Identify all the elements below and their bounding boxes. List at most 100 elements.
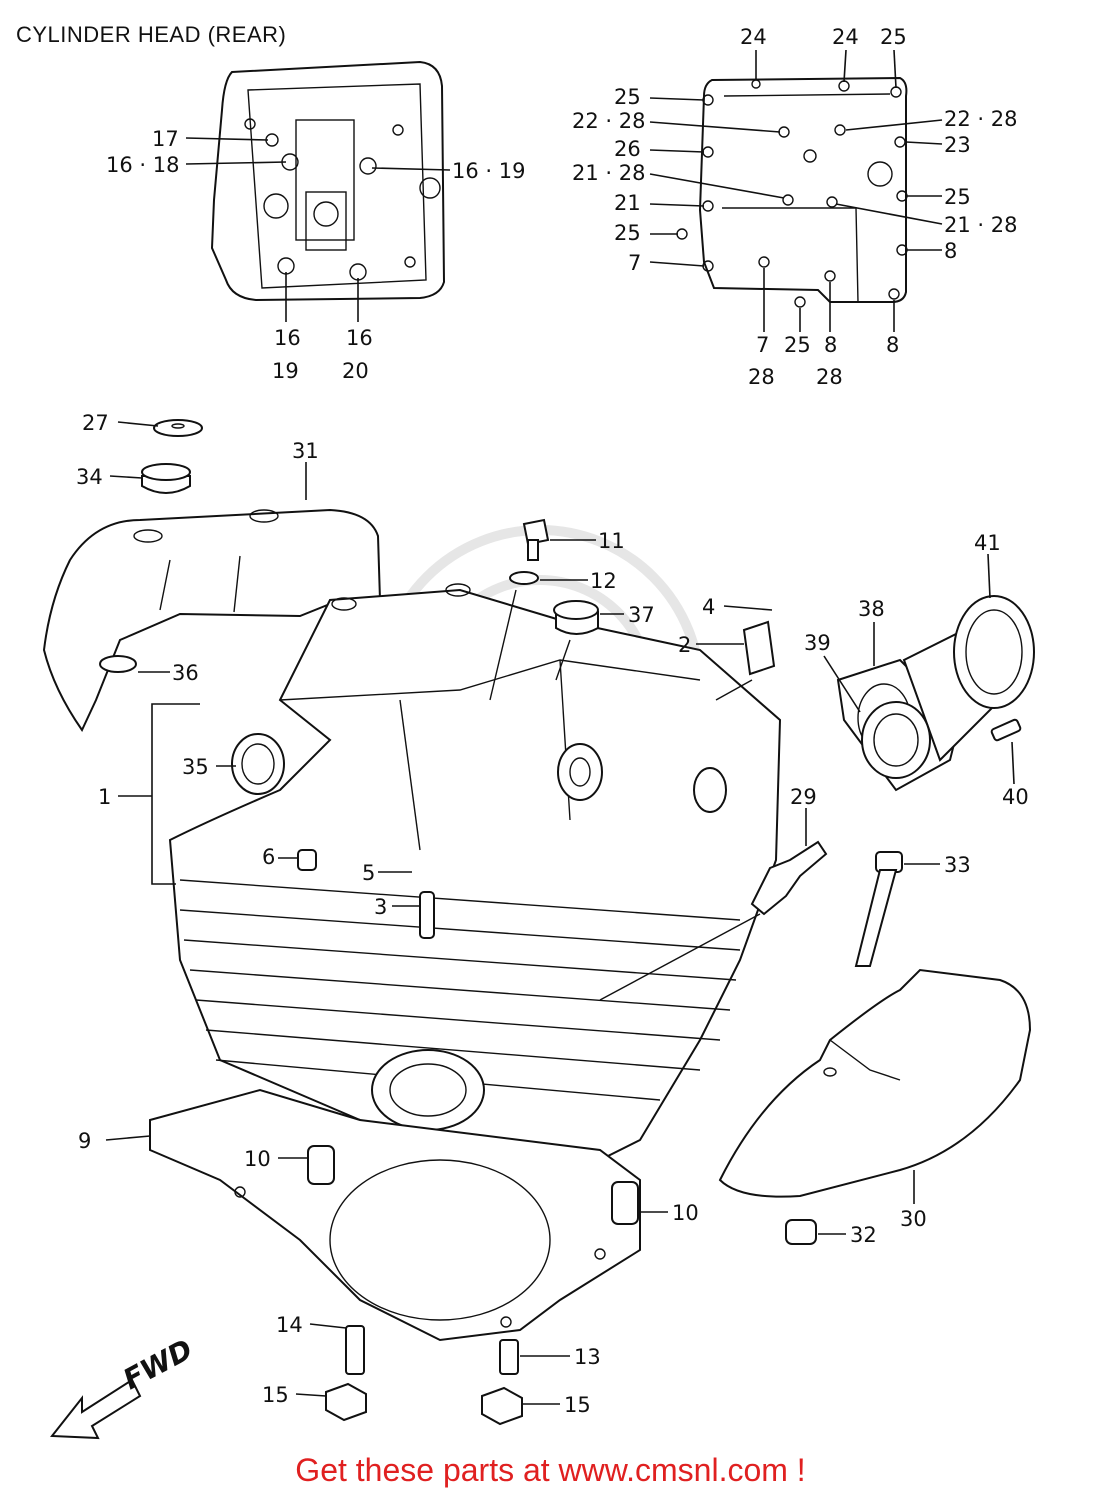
part-3-pin [419,891,435,939]
callout-24-a: 24 [740,25,767,49]
part-41-clamp [953,595,1035,709]
callout-14: 14 [276,1313,303,1337]
callout-19: 19 [272,359,299,383]
part-32-nut [785,1219,817,1245]
callout-27: 27 [82,411,109,435]
callout-16-left: 16 [274,326,301,350]
callout-25-a: 25 [880,25,907,49]
callout-13: 13 [574,1345,601,1369]
part-12-washer [509,571,539,585]
callout-16-19: 16 · 19 [452,159,525,183]
leader-2-drop [715,679,753,701]
callout-40: 40 [1002,785,1029,809]
footer-link-text[interactable]: Get these parts at www.cmsnl.com ! [295,1452,806,1488]
callout-32: 32 [850,1223,877,1247]
callout-29: 29 [790,785,817,809]
part-34-grommet [141,463,191,494]
cover-bolt-pattern [676,76,908,308]
callout-15-a: 15 [262,1383,289,1407]
callout-9: 9 [78,1129,91,1153]
part-1-cylinder-head [168,583,782,1182]
callout-17: 17 [152,127,179,151]
callout-16-18: 16 · 18 [106,153,179,177]
part-27-cap [153,419,203,437]
leader-14 [309,1323,347,1329]
leader-27 [117,421,159,427]
callout-22-28-a: 22 · 28 [572,109,645,133]
callout-30: 30 [900,1207,927,1231]
leader-34 [109,475,143,479]
part-15-nut-b [481,1386,523,1426]
part-11-bolt [522,518,550,561]
callout-37: 37 [628,603,655,627]
part-10-dowel-a [307,1145,335,1185]
callout-33: 33 [944,853,971,877]
part-10-dowel-b [611,1181,639,1225]
callout-22-28-b: 22 · 28 [944,107,1017,131]
part-6-plug [297,849,317,871]
part-39-gasket [861,701,931,779]
callout-21-28-a: 21 · 28 [572,161,645,185]
callout-10-b: 10 [672,1201,699,1225]
callout-21-28-b: 21 · 28 [944,213,1017,237]
callout-25-b: 25 [614,85,641,109]
leader-1-bracket [151,703,200,885]
part-13-stud [499,1339,519,1375]
callout-23: 23 [944,133,971,157]
callout-5: 5 [362,861,375,885]
part-33-bolt [854,851,903,967]
callout-1: 1 [98,785,111,809]
callout-3: 3 [374,895,387,919]
callout-26: 26 [614,137,641,161]
part-36-nut [99,655,137,673]
callout-28-b: 28 [816,365,843,389]
head-top-leaders [185,137,451,322]
part-31-shield [42,508,382,732]
part-37-cap [553,600,599,635]
cover-bolt-leaders [649,49,943,332]
part-14-stud [345,1325,365,1375]
callout-12: 12 [590,569,617,593]
callout-4: 4 [702,595,715,619]
callout-28-a: 28 [748,365,775,389]
part-9-head-gasket [149,1088,641,1342]
leader-4 [723,605,773,611]
part-40-screw [990,718,1022,742]
callout-31: 31 [292,439,319,463]
leader-12-drop [489,589,517,701]
callout-20: 20 [342,359,369,383]
callout-39: 39 [804,631,831,655]
callout-15-b: 15 [564,1393,591,1417]
callout-2: 2 [678,633,691,657]
callout-8-a: 8 [944,239,957,263]
callout-35: 35 [182,755,209,779]
part-30-cover [718,968,1032,1198]
callout-25-e: 25 [784,333,811,357]
callout-11: 11 [598,529,625,553]
part-29-spark-plug [750,840,828,916]
callout-7-a: 7 [628,251,641,275]
leader-29-drop [599,913,761,1001]
fwd-label: FWD [118,1333,198,1397]
leader-9 [105,1135,151,1141]
callout-38: 38 [858,597,885,621]
leader-37-drop [555,639,571,681]
callout-8-c: 8 [886,333,899,357]
part-15-nut-a [325,1382,367,1422]
callout-21: 21 [614,191,641,215]
callout-8-b: 8 [824,333,837,357]
diagram-title: CYLINDER HEAD (REAR) [16,22,287,47]
callout-34: 34 [76,465,103,489]
callout-6: 6 [262,845,275,869]
callout-16-right: 16 [346,326,373,350]
callout-7-b: 7 [756,333,769,357]
callout-25-d: 25 [614,221,641,245]
head-top-view [210,60,446,302]
callout-36: 36 [172,661,199,685]
part-2-dowel [742,620,776,676]
leader-39 [823,655,861,713]
callout-41: 41 [974,531,1001,555]
leader-15-a [295,1393,327,1397]
callout-24-b: 24 [832,25,859,49]
